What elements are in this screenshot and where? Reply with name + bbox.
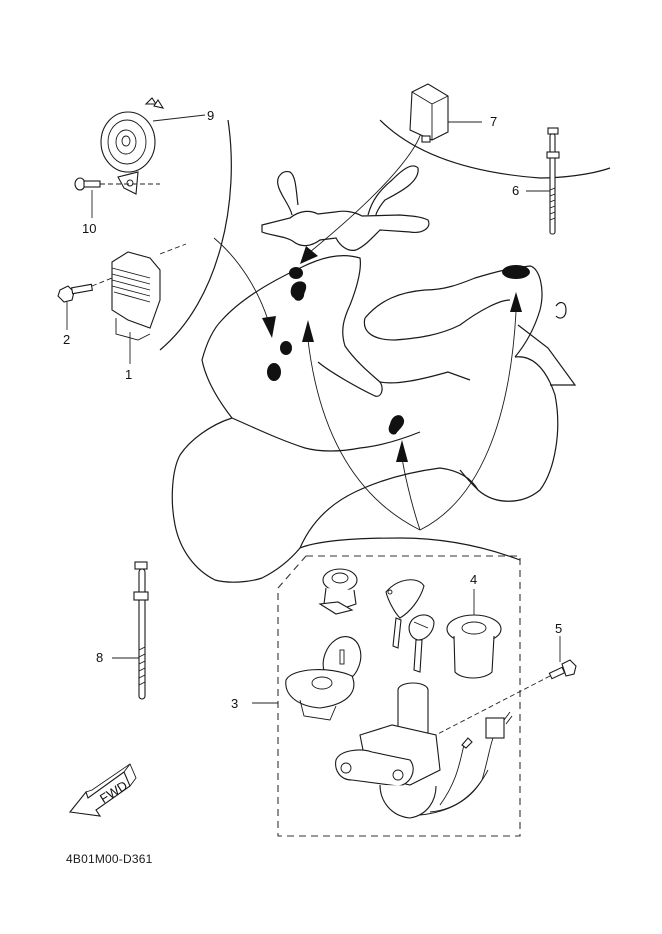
callout-4: 4 <box>470 572 478 587</box>
callout-6: 6 <box>512 183 520 198</box>
callout-1: 1 <box>125 367 133 382</box>
diagram-code: 4B01M00-D361 <box>66 852 153 866</box>
callout-7: 7 <box>490 114 498 129</box>
fwd-arrow[interactable] <box>68 763 137 817</box>
callout-8: 8 <box>96 650 104 665</box>
scooter-outline <box>171 165 577 583</box>
cable-tie-8-part <box>112 561 149 700</box>
horn-bolt-part <box>74 177 160 218</box>
rectifier-bolt-part <box>57 277 113 330</box>
callout-9: 9 <box>207 108 215 123</box>
callout-10: 10 <box>82 221 97 236</box>
callout-5: 5 <box>555 621 563 636</box>
main-switch-set <box>252 555 577 837</box>
callout-3: 3 <box>231 696 239 711</box>
group-arcs <box>159 119 611 351</box>
callout-2: 2 <box>63 332 71 347</box>
cable-tie-6-part <box>526 127 560 235</box>
relay-part <box>409 83 482 143</box>
horn-part <box>100 97 206 195</box>
rectifier-part <box>111 243 187 364</box>
mount-markers <box>213 117 530 531</box>
